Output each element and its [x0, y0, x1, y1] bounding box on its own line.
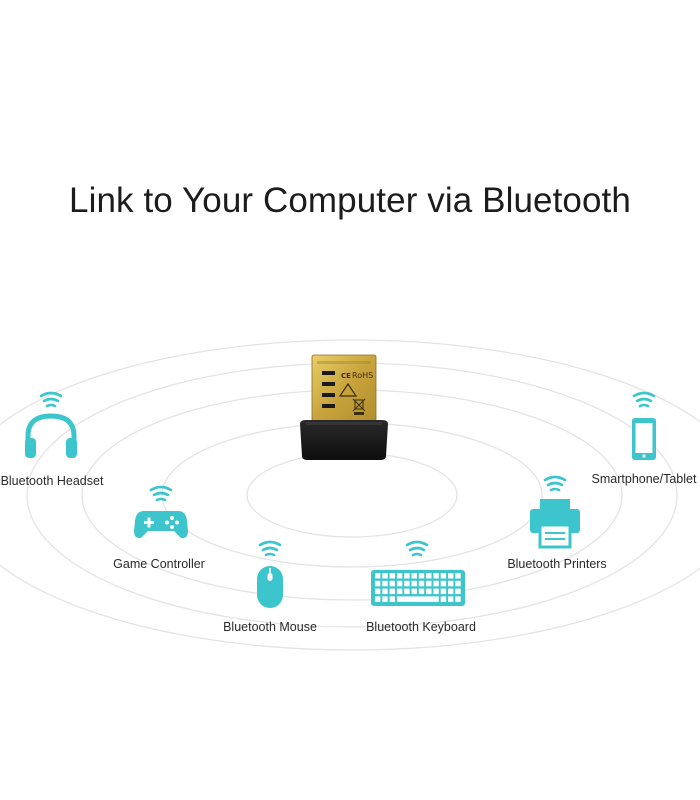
keyboard-key: [455, 588, 461, 595]
keyboard-key: [440, 580, 447, 587]
keyboard-key: [404, 573, 410, 579]
printer-device: [530, 475, 580, 549]
weee-bin-mark-icon: [352, 398, 366, 412]
keyboard-key: [396, 588, 403, 595]
printer-label: Bluetooth Printers: [507, 557, 607, 571]
keyboard-key: [440, 588, 447, 595]
keyboard-key: [418, 580, 425, 587]
wifi-signal-icon: [39, 391, 63, 408]
headset-label: Bluetooth Headset: [0, 474, 104, 488]
wifi-signal-icon: [405, 540, 429, 557]
usb-bluetooth-adapter-icon: CE RoHS: [300, 354, 388, 460]
keyboard-key: [404, 580, 410, 587]
keyboard-key: [389, 588, 395, 595]
keyboard-key: [448, 580, 454, 587]
wifi-signal-icon: [632, 391, 656, 408]
wifi-signal-icon: [543, 475, 567, 492]
keyboard-key: [389, 596, 395, 602]
keyboard-key: [389, 573, 395, 579]
mouse-icon: [257, 566, 283, 608]
keyboard-key: [433, 573, 439, 579]
keyboard-key: [433, 580, 439, 587]
keyboard-key: [440, 573, 447, 579]
wifi-signal-icon: [258, 540, 282, 557]
keyboard-key: [375, 573, 381, 579]
headset-icon: [25, 413, 77, 458]
keyboard-key: [426, 588, 432, 595]
mouse-label: Bluetooth Mouse: [223, 620, 317, 634]
ce-mark: CE: [341, 372, 351, 380]
keyboard-key: [455, 580, 461, 587]
keyboard-device: [371, 540, 465, 606]
keyboard-key: [411, 588, 417, 595]
keyboard-key: [411, 580, 417, 587]
keyboard-key: [382, 573, 388, 579]
wifi-signal-icon: [149, 485, 173, 502]
game-controller-device: [134, 485, 188, 539]
keyboard-key: [455, 596, 461, 602]
keyboard-key: [411, 573, 417, 579]
keyboard-key: [448, 588, 454, 595]
signal-ring-1: [246, 452, 458, 538]
smartphone-icon: [632, 418, 656, 460]
keyboard-key: [382, 596, 388, 602]
headset-device: [25, 391, 77, 458]
smartphone-label: Smartphone/Tablet: [591, 472, 697, 486]
page-title: Link to Your Computer via Bluetooth: [69, 181, 631, 221]
printer-icon: [530, 499, 580, 549]
keyboard-key: [396, 580, 403, 587]
keyboard-spacebar: [396, 596, 439, 602]
keyboard-key: [382, 588, 388, 595]
mouse-device: [257, 540, 283, 608]
keyboard-key: [375, 596, 381, 602]
keyboard-key: [448, 573, 454, 579]
keyboard-key: [455, 573, 461, 579]
keyboard-key: [426, 580, 432, 587]
keyboard-icon: [371, 570, 465, 606]
keyboard-key: [418, 588, 425, 595]
smartphone-device: [632, 391, 656, 460]
keyboard-key: [448, 596, 454, 602]
keyboard-key: [375, 580, 381, 587]
warning-mark-icon: [338, 382, 358, 397]
keyboard-key: [440, 596, 447, 602]
keyboard-label: Bluetooth Keyboard: [366, 620, 476, 634]
keyboard-key: [418, 573, 425, 579]
gamepad-icon: [134, 511, 188, 539]
game-controller-label: Game Controller: [113, 557, 205, 571]
rohs-mark: RoHS: [352, 371, 373, 380]
keyboard-key: [404, 588, 410, 595]
keyboard-key: [396, 573, 403, 579]
keyboard-key: [375, 588, 381, 595]
keyboard-key: [382, 580, 388, 587]
signal-ring-5: [0, 339, 700, 651]
keyboard-key: [389, 580, 395, 587]
keyboard-key: [426, 573, 432, 579]
keyboard-key: [433, 588, 439, 595]
